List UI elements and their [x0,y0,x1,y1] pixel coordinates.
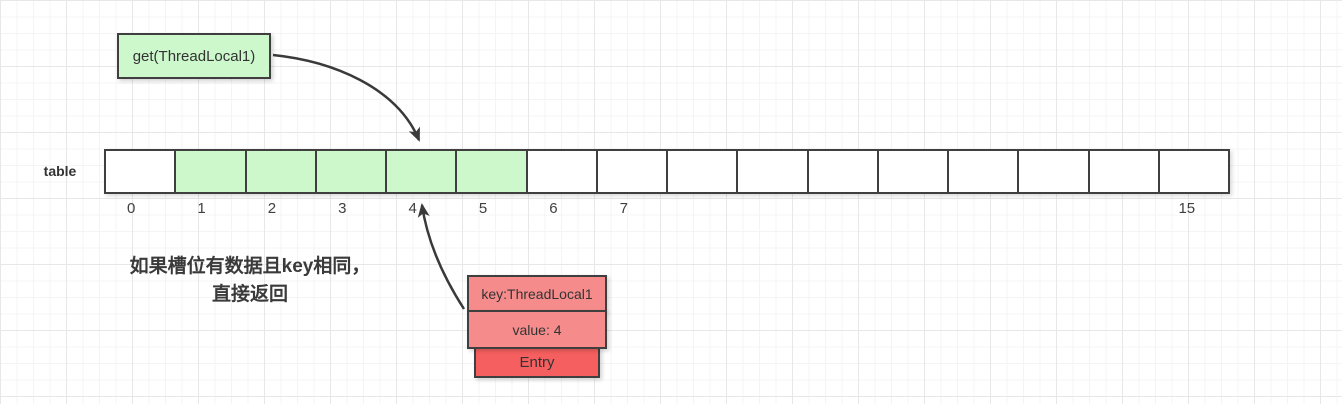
entry-title-box: Entry [474,347,600,378]
table-slot-13 [1019,151,1090,192]
slot-label-7: 7 [619,200,628,217]
table-slot-8 [668,151,739,192]
slot-label-1: 1 [197,200,206,217]
slot-label-6: 6 [549,200,558,217]
entry-key-box: key:ThreadLocal1 [467,275,607,312]
slot-label-3: 3 [338,200,347,217]
table-slot-15 [1159,151,1228,192]
get-call-box: get(ThreadLocal1) [117,33,271,79]
table-slot-12 [949,151,1020,192]
entry-to-slot4-arrow [417,203,466,310]
table-slot-4 [387,151,458,192]
slot-label-2: 2 [267,200,277,217]
table-slot-5 [457,151,528,192]
annotation-text: 如果槽位有数据且key相同， 直接返回 [90,253,410,309]
table-slot-9 [738,151,809,192]
table-slot-7 [597,151,668,192]
slot-label-5: 5 [478,200,488,217]
slot-label-4: 4 [408,200,417,217]
slot-label-0: 0 [127,200,136,217]
annotation-line-1: 如果槽位有数据且key相同， [129,256,371,277]
table-slot-3 [316,151,387,192]
hash-table [104,149,1230,194]
table-label: table [43,163,77,179]
entry-value-box: value: 4 [467,310,607,349]
table-slot-1 [176,151,247,192]
annotation-line-2: 直接返回 [211,284,288,305]
entry-key-label: key:ThreadLocal1 [481,285,593,302]
entry-title-label: Entry [519,354,555,371]
slot-index-labels: 0 1 2 3 4 5 6 7 15 [104,200,1230,220]
table-slot-11 [878,151,949,192]
get-to-slot4-arrow [272,53,421,142]
table-slot-10 [808,151,879,192]
table-slot-0 [106,151,177,192]
table-slot-2 [246,151,317,192]
table-slot-14 [1089,151,1160,192]
entry-value-label: value: 4 [512,321,562,338]
table-slot-6 [527,151,598,192]
slot-label-15: 15 [1178,200,1196,217]
get-call-label: get(ThreadLocal1) [132,47,256,65]
